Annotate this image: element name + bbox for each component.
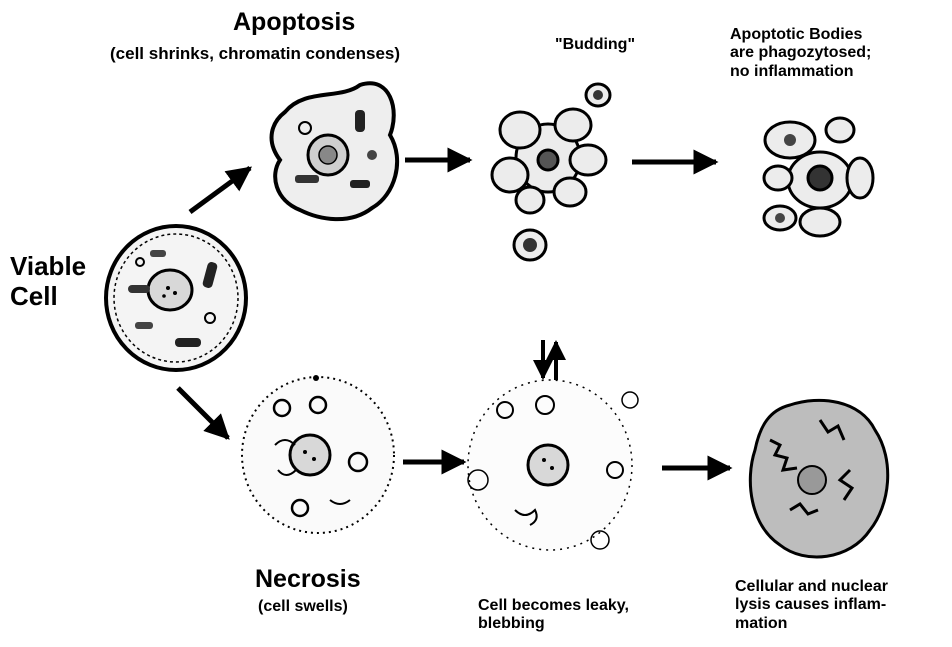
budding-cell-drawing <box>492 84 610 260</box>
necrotic-swollen-cell-drawing <box>242 375 394 533</box>
apoptosis-subtitle: (cell shrinks, chromatin condenses) <box>110 44 400 64</box>
viable-cell-label-line2: Cell <box>10 282 86 312</box>
budding-label: "Budding" <box>555 36 635 54</box>
apoptotic-bodies-line2: are phagozytosed; <box>730 44 871 62</box>
apoptotic-cell-drawing <box>272 83 398 219</box>
lysis-line2: lysis causes inflam- <box>735 596 888 614</box>
viable-cell-label: Viable Cell <box>10 252 86 312</box>
leaky-cell-line2: blebbing <box>478 615 629 633</box>
leak-exchange-arrows <box>543 340 556 380</box>
lysis-line1: Cellular and nuclear <box>735 578 888 596</box>
leaky-cell-line1: Cell becomes leaky, <box>478 597 629 615</box>
apoptosis-title: Apoptosis <box>233 8 355 37</box>
apoptotic-bodies-line3: no inflammation <box>730 63 871 81</box>
lysed-cell-drawing <box>750 400 887 557</box>
apoptotic-bodies-drawing <box>764 118 873 236</box>
viable-cell-label-line1: Viable <box>10 252 86 282</box>
leaky-cell-drawing <box>468 380 638 550</box>
leaky-cell-label: Cell becomes leaky, blebbing <box>478 597 629 634</box>
arrow-to-apoptosis <box>190 168 250 212</box>
apoptotic-bodies-label: Apoptotic Bodies are phagozytosed; no in… <box>730 26 871 81</box>
apoptotic-bodies-line1: Apoptotic Bodies <box>730 26 871 44</box>
lysis-line3: mation <box>735 615 888 633</box>
lysis-label: Cellular and nuclear lysis causes inflam… <box>735 578 888 633</box>
necrosis-subtitle: (cell swells) <box>258 598 348 616</box>
necrosis-title: Necrosis <box>255 565 361 594</box>
viable-cell-drawing <box>106 226 246 370</box>
arrow-to-necrosis <box>178 388 228 438</box>
